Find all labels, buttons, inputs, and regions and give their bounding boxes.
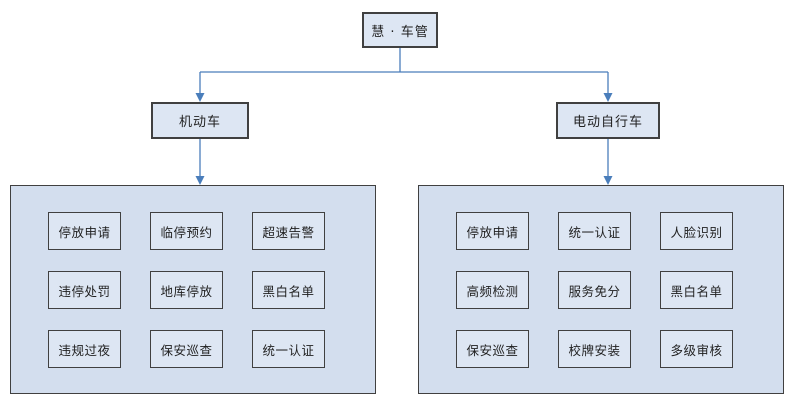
node-branch-electric-bicycle: 电动自行车: [556, 102, 660, 139]
feature-node: 保安巡查: [150, 330, 223, 368]
group-motor-vehicle-features: 停放申请 临停预约 超速告警 违停处罚 地库停放 黑白名单 违规过夜 保安巡查 …: [10, 185, 376, 394]
feature-node: 多级审核: [660, 330, 733, 368]
arrowhead-right-branch: [603, 93, 613, 102]
node-root: 慧 · 车管: [362, 12, 438, 48]
arrowhead-left-container: [195, 176, 205, 185]
feature-node: 地库停放: [150, 271, 223, 309]
feature-node: 服务免分: [558, 271, 631, 309]
group-electric-bicycle-features: 停放申请 统一认证 人脸识别 高频检测 服务免分 黑白名单 保安巡查 校牌安装 …: [418, 185, 784, 394]
node-branch-motor-vehicle: 机动车: [151, 102, 249, 139]
node-branch-motor-vehicle-label: 机动车: [178, 115, 221, 130]
arrowhead-left-branch: [195, 93, 205, 102]
node-root-label: 慧 · 车管: [371, 24, 429, 40]
feature-node: 统一认证: [558, 212, 631, 250]
feature-node: 超速告警: [252, 212, 325, 250]
feature-node: 黑白名单: [660, 271, 733, 309]
feature-node: 统一认证: [252, 330, 325, 368]
feature-node: 临停预约: [150, 212, 223, 250]
feature-node: 停放申请: [456, 212, 529, 250]
node-branch-electric-bicycle-label: 电动自行车: [572, 115, 643, 130]
feature-node: 停放申请: [48, 212, 121, 250]
feature-node: 保安巡查: [456, 330, 529, 368]
feature-node: 人脸识别: [660, 212, 733, 250]
feature-node: 校牌安装: [558, 330, 631, 368]
feature-node: 黑白名单: [252, 271, 325, 309]
feature-node: 违规过夜: [48, 330, 121, 368]
feature-node: 违停处罚: [48, 271, 121, 309]
arrowhead-right-container: [603, 176, 613, 185]
feature-node: 高频检测: [456, 271, 529, 309]
